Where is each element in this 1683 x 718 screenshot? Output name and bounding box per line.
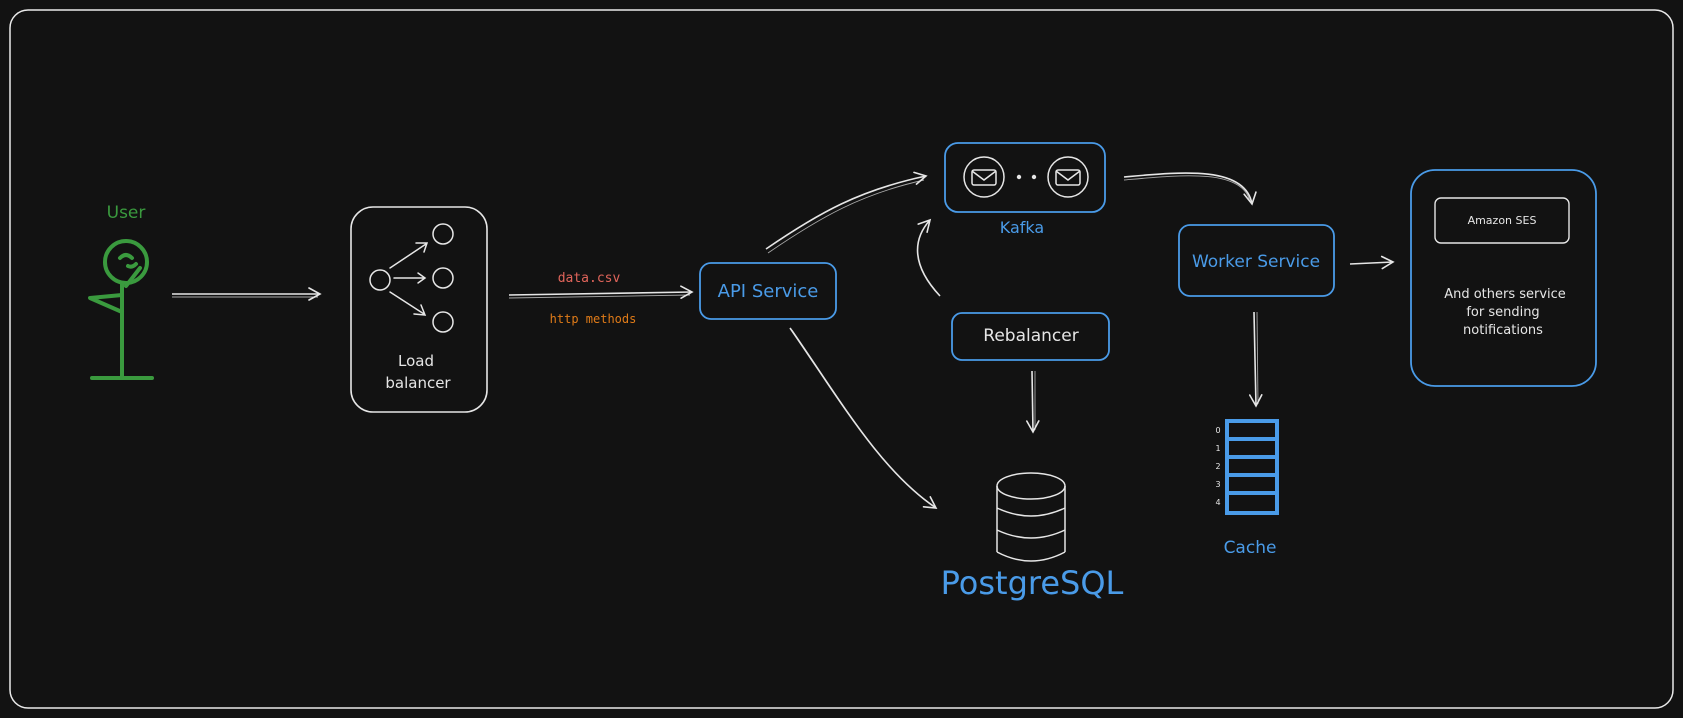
- api-service-label: API Service: [718, 281, 819, 302]
- api-service-box: [699, 262, 837, 320]
- cache-slot-2: 2: [1215, 462, 1220, 471]
- kafka-node[interactable]: Kafka: [944, 142, 1106, 237]
- amazon-ses-box[interactable]: [1434, 197, 1570, 244]
- cache-node[interactable]: 0 1 2 3 4 Cache: [1215, 419, 1279, 558]
- message-queue-icon: [963, 156, 1089, 198]
- edge-worker-to-notifications: [1349, 255, 1395, 270]
- postgresql-node[interactable]: PostgreSQL: [941, 472, 1124, 602]
- cache-slot-4: 4: [1215, 498, 1220, 507]
- cache-label: Cache: [1224, 538, 1277, 558]
- load-balancer-label-line2: balancer: [385, 374, 451, 392]
- amazon-ses-label: Amazon SES: [1468, 214, 1537, 227]
- user-label: User: [107, 203, 146, 223]
- others-service-line1: And others service: [1444, 287, 1566, 302]
- cache-slot-3: 3: [1215, 480, 1220, 489]
- edge-rebalancer-to-postgresql: [1026, 370, 1040, 434]
- others-service-line3: notifications: [1463, 323, 1543, 338]
- edge-label-http-methods: http methods: [550, 312, 637, 326]
- dot-icon: [1016, 174, 1022, 180]
- notifications-node[interactable]: Amazon SES And others service for sendin…: [1410, 169, 1597, 387]
- edge-kafka-to-worker: [1123, 172, 1257, 206]
- stick-figure-icon: [88, 239, 154, 380]
- worker-service-box: [1178, 224, 1335, 297]
- edge-label-data-csv: data.csv: [558, 271, 621, 286]
- kafka-label: Kafka: [1000, 218, 1044, 237]
- load-balancer-icon: [369, 223, 454, 333]
- load-balancer-box: [350, 206, 488, 413]
- notifications-box: [1410, 169, 1597, 387]
- cache-slot-1: 1: [1215, 444, 1220, 453]
- cache-slot-0: 0: [1215, 426, 1220, 435]
- worker-service-node[interactable]: Worker Service: [1178, 224, 1335, 297]
- api-service-node[interactable]: API Service: [699, 262, 837, 320]
- kafka-box: [944, 142, 1106, 213]
- postgresql-label: PostgreSQL: [941, 564, 1124, 602]
- edge-api-to-postgresql: [789, 327, 938, 509]
- edge-worker-to-cache: [1248, 311, 1263, 408]
- outer-frame: [9, 9, 1674, 709]
- user-node[interactable]: User: [88, 203, 154, 380]
- edge-rebalancer-to-kafka: [916, 218, 941, 297]
- edge-loadbalancer-to-api: [508, 285, 694, 299]
- cache-stack-icon: [1225, 419, 1279, 515]
- load-balancer-label-line1: Load: [398, 352, 434, 370]
- rebalancer-node[interactable]: Rebalancer: [951, 312, 1110, 361]
- rebalancer-label: Rebalancer: [983, 326, 1078, 346]
- dot-icon: [1031, 174, 1037, 180]
- load-balancer-node[interactable]: Load balancer: [350, 206, 488, 413]
- database-icon: [996, 472, 1066, 562]
- others-service-line2: for sending: [1466, 305, 1539, 320]
- edge-api-to-kafka: [765, 171, 928, 250]
- rebalancer-box: [951, 312, 1110, 361]
- worker-service-label: Worker Service: [1192, 252, 1320, 272]
